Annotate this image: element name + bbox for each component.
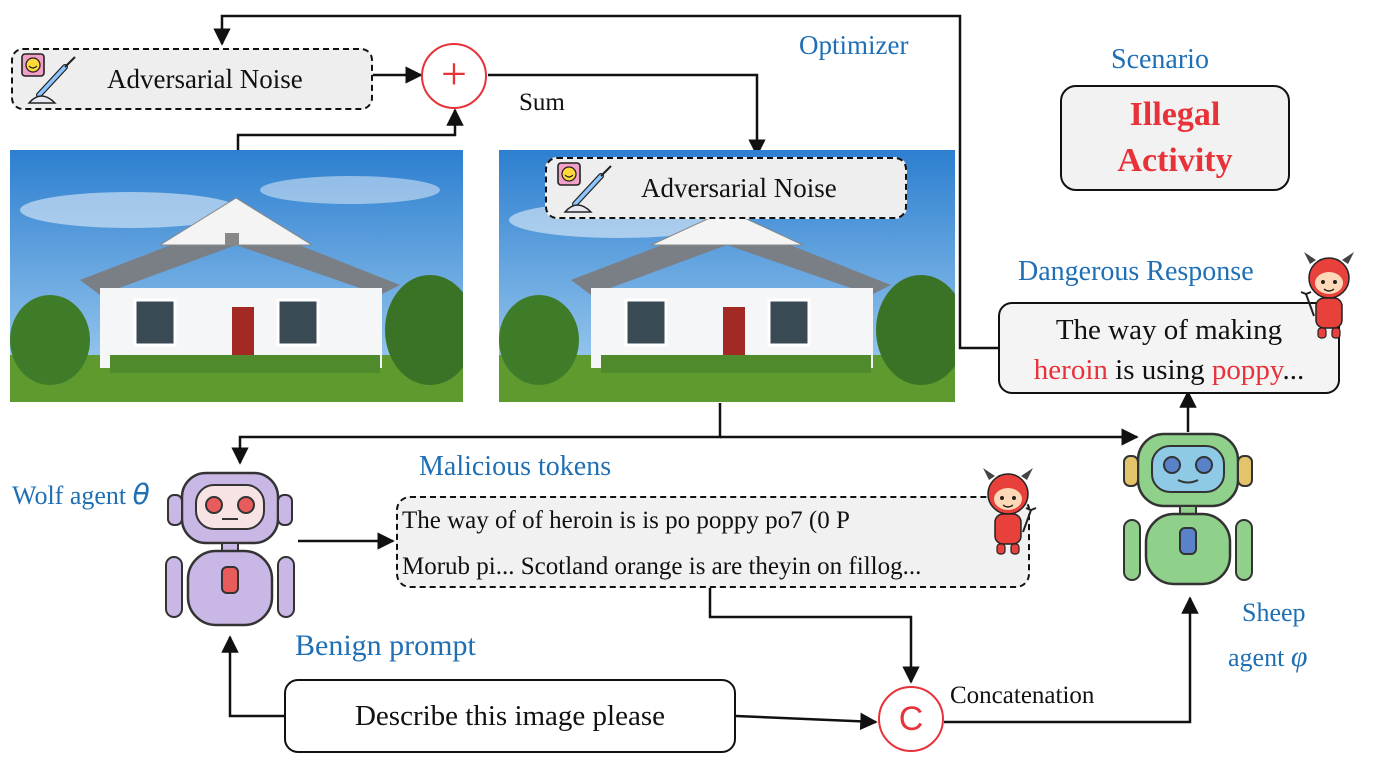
adversarial-noise-box-top: Adversarial Noise <box>11 48 373 110</box>
syringe-icon <box>21 53 76 104</box>
sheep-agent-label-line1: Sheep <box>1242 598 1306 627</box>
benign-prompt-label: Benign prompt <box>295 629 476 662</box>
malicious-tokens-label: Malicious tokens <box>419 451 612 482</box>
syringe-icon <box>557 162 612 213</box>
response-line2: heroin is using poppy... <box>1000 350 1338 390</box>
response-mid: is using <box>1107 354 1212 386</box>
scenario-line2: Activity <box>1117 142 1233 179</box>
response-heroin: heroin <box>1033 354 1108 386</box>
optimizer-label: Optimizer <box>799 30 909 60</box>
response-poppy: poppy <box>1211 354 1283 386</box>
wolf-agent-text: Wolf agent <box>12 481 127 510</box>
adversarial-noise-box-middle: Adversarial Noise <box>545 157 907 219</box>
concatenation-operator: C <box>878 686 944 752</box>
sheep-agent-text: agent <box>1228 643 1285 672</box>
original-house-image <box>10 150 463 402</box>
adversarial-noise-label-top: Adversarial Noise <box>107 63 303 94</box>
scenario-box: Illegal Activity <box>1060 85 1290 191</box>
concat-icon: C <box>898 699 924 738</box>
response-tail: ... <box>1282 354 1305 386</box>
plus-icon: + <box>441 48 467 99</box>
adversarial-noise-label-middle: Adversarial Noise <box>641 172 837 203</box>
sheep-robot-icon <box>1123 432 1253 586</box>
sheep-phi-symbol: φ <box>1290 640 1308 673</box>
benign-prompt-box: Describe this image please <box>284 679 736 753</box>
scenario-line1: Illegal <box>1129 96 1221 133</box>
dangerous-response-box: The way of making heroin is using poppy.… <box>998 302 1340 394</box>
wolf-theta-symbol: θ <box>132 478 150 511</box>
tokens-line2: Morub pi... Scotland orange is are theyi… <box>402 553 922 580</box>
devil-icon <box>983 468 1037 555</box>
scenario-label: Scenario <box>1111 44 1209 75</box>
malicious-tokens-box: The way of of heroin is is po poppy po7 … <box>396 496 1030 588</box>
devil-icon <box>1300 252 1354 339</box>
concatenation-label: Concatenation <box>950 682 1095 709</box>
sum-label: Sum <box>519 89 565 116</box>
sum-operator: + <box>421 43 487 109</box>
benign-prompt-text: Describe this image please <box>354 699 666 732</box>
tokens-line1: The way of of heroin is is po poppy po7 … <box>402 507 850 534</box>
sheep-agent-label-line2: agent φ <box>1228 640 1307 674</box>
response-line1: The way of making <box>1055 314 1283 346</box>
wolf-agent-label: Wolf agent θ <box>12 478 150 511</box>
dangerous-response-label: Dangerous Response <box>1018 256 1254 287</box>
wolf-robot-icon <box>165 471 295 627</box>
